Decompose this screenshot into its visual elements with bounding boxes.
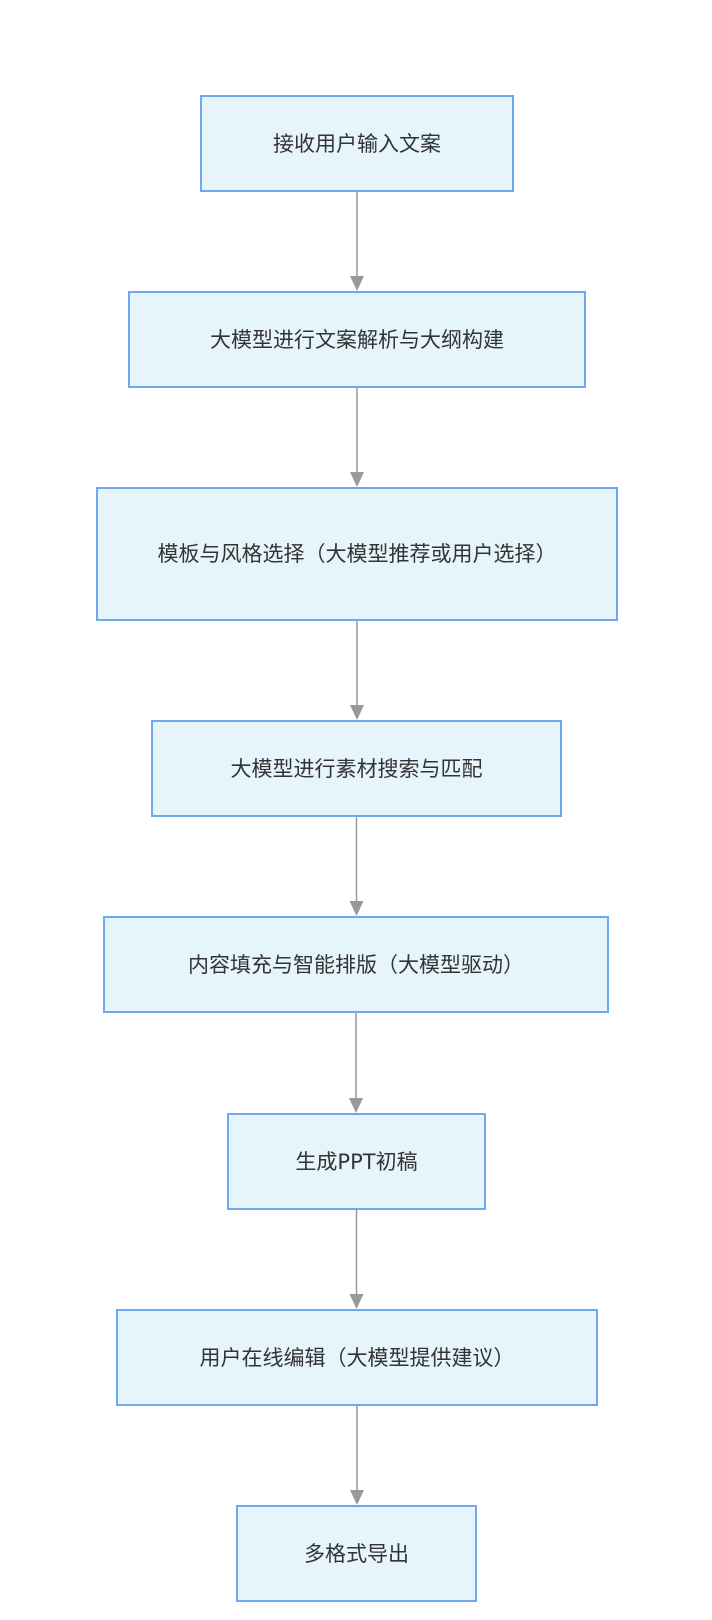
node-label: 用户在线编辑（大模型提供建议） <box>199 1345 515 1370</box>
node-generate-draft: 生成PPT初稿 <box>227 1113 486 1210</box>
node-export: 多格式导出 <box>236 1505 477 1602</box>
node-label: 模板与风格选择（大模型推荐或用户选择） <box>157 542 557 566</box>
node-template-select: 模板与风格选择（大模型推荐或用户选择） <box>96 487 618 621</box>
node-online-edit: 用户在线编辑（大模型提供建议） <box>116 1309 598 1406</box>
node-label: 内容填充与智能排版（大模型驱动） <box>188 952 524 977</box>
arrowhead-icon <box>349 1098 363 1113</box>
arrowhead-icon <box>350 472 364 487</box>
node-material-search: 大模型进行素材搜索与匹配 <box>151 720 562 817</box>
node-content-layout: 内容填充与智能排版（大模型驱动） <box>103 916 609 1013</box>
arrowhead-icon <box>350 1490 364 1505</box>
node-label: 大模型进行文案解析与大纲构建 <box>210 327 504 352</box>
arrowhead-icon <box>350 705 364 720</box>
node-receive-input: 接收用户输入文案 <box>200 95 514 192</box>
arrowhead-icon <box>349 901 364 916</box>
arrowhead-icon <box>350 276 364 291</box>
node-outline-build: 大模型进行文案解析与大纲构建 <box>128 291 586 388</box>
node-label: 生成PPT初稿 <box>295 1149 418 1174</box>
arrowhead-icon <box>349 1294 364 1309</box>
node-label: 多格式导出 <box>304 1541 409 1566</box>
node-label: 大模型进行素材搜索与匹配 <box>230 756 483 781</box>
node-label: 接收用户输入文案 <box>273 131 441 156</box>
